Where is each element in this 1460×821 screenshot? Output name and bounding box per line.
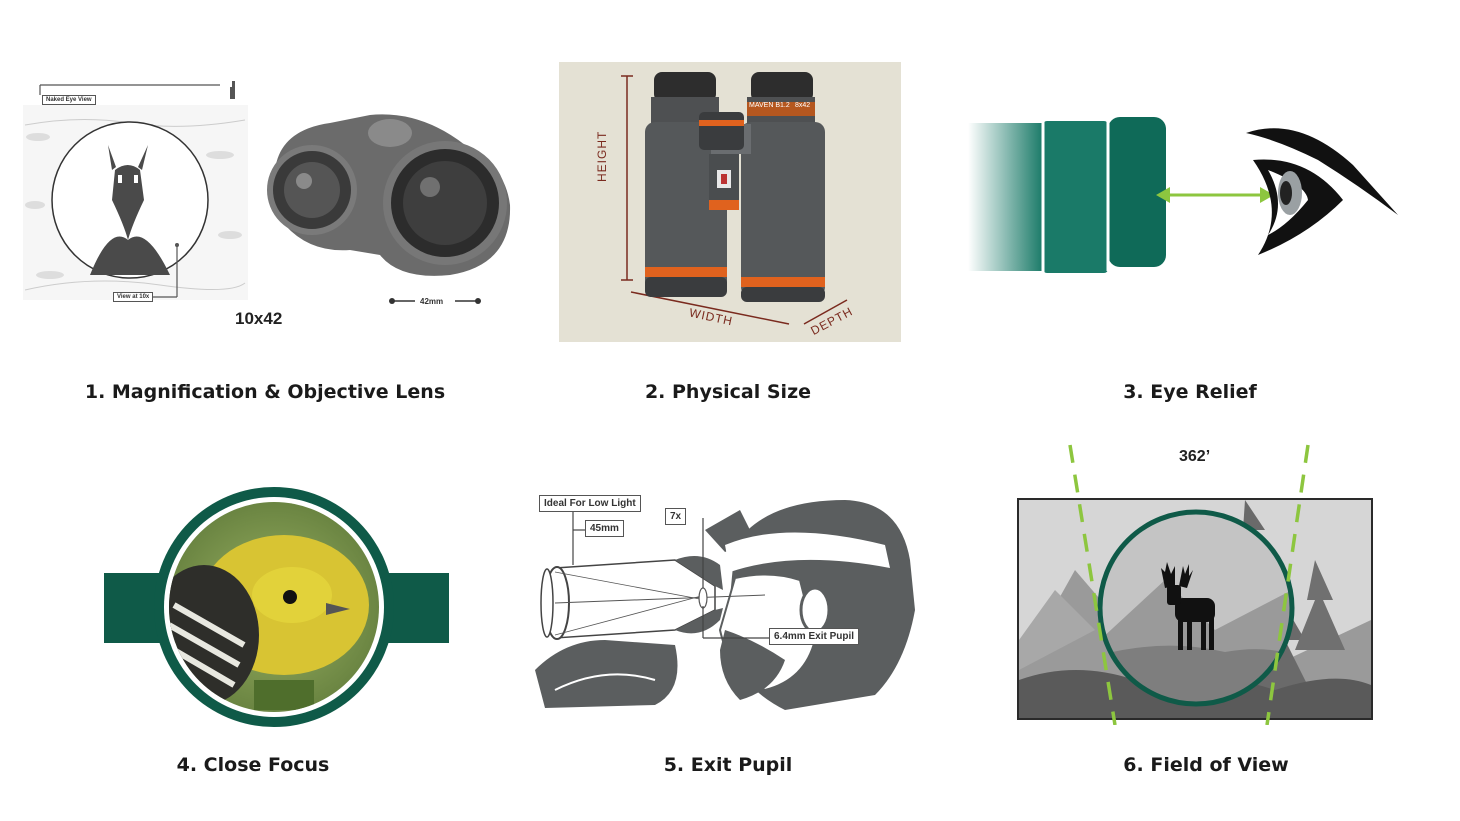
panel-magnification: Naked Eye View View at 10x 42mm 10x42	[20, 75, 520, 345]
close-focus-illustration	[104, 487, 449, 727]
magnification-label: 7x	[665, 508, 687, 525]
brand-label: MAVEN B1.2	[749, 102, 790, 109]
field-of-view-illustration	[1017, 444, 1373, 725]
eyepiece-icon	[968, 117, 1166, 273]
binoculars-icon	[540, 556, 766, 640]
binoculars-icon	[645, 72, 825, 302]
eye-relief-arrow-icon	[1156, 187, 1274, 203]
physical-size-illustration	[621, 72, 848, 325]
panel-physical-size: HEIGHT WIDTH DEPTH MAVEN B1.2 8x42	[559, 62, 901, 342]
panel-close-focus	[104, 485, 449, 730]
model-label: 8x42	[795, 102, 811, 109]
antelope-icon	[90, 145, 170, 275]
eye-icon	[1246, 128, 1398, 255]
panel-field-of-view: 362’	[1015, 440, 1377, 725]
panel-4-caption: 4. Close Focus	[176, 754, 330, 776]
spec-label: 10x42	[235, 309, 283, 328]
distant-antelope-icon	[230, 81, 235, 99]
elk-icon	[1161, 562, 1215, 650]
naked-eye-label: Naked Eye View	[42, 95, 96, 105]
hunter-icon	[535, 500, 915, 710]
panel-exit-pupil: Ideal For Low Light 45mm 7x 6.4mm Exit P…	[525, 490, 935, 715]
magnification-illustration	[23, 81, 511, 304]
panel-5-caption: 5. Exit Pupil	[663, 754, 793, 776]
exit-pupil-illustration	[535, 500, 915, 710]
view-at-label: View at 10x	[113, 292, 154, 302]
exit-pupil-label: 6.4mm Exit Pupil	[769, 628, 860, 645]
panel-eye-relief	[968, 115, 1408, 275]
fov-distance-label: 362’	[1179, 448, 1211, 465]
ideal-low-light-label: Ideal For Low Light	[539, 495, 641, 512]
eye-relief-illustration	[968, 117, 1398, 273]
binoculars-icon	[267, 114, 511, 276]
panel-1-caption: 1. Magnification & Objective Lens	[84, 381, 446, 403]
objective-diameter-label: 42mm	[420, 297, 444, 306]
objective-diameter-label: 45mm	[585, 520, 624, 537]
panel-3-caption: 3. Eye Relief	[1123, 381, 1257, 403]
height-label: HEIGHT	[595, 130, 609, 182]
panel-2-caption: 2. Physical Size	[644, 381, 812, 403]
panel-6-caption: 6. Field of View	[1123, 754, 1289, 776]
